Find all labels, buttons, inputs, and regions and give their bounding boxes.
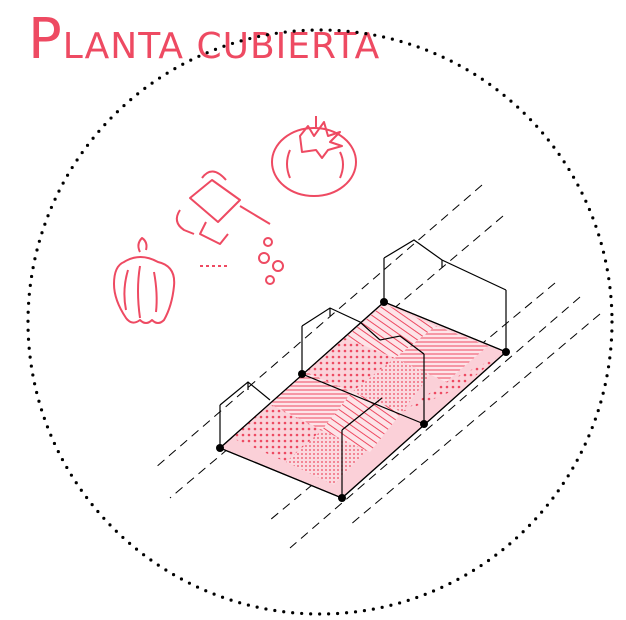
roof-surface [218,301,508,499]
watering-can-icon [175,170,284,285]
pepper-icon [113,237,176,324]
title-rest: LANTA CUBIERTA [62,26,381,67]
tomato-icon [271,116,357,197]
corner-points [216,298,510,502]
diagram-title: PLANTA CUBIERTA [28,12,380,68]
structure-frame [219,239,507,498]
title-initial: P [28,7,63,72]
dotted-boundary-circle [26,28,614,616]
